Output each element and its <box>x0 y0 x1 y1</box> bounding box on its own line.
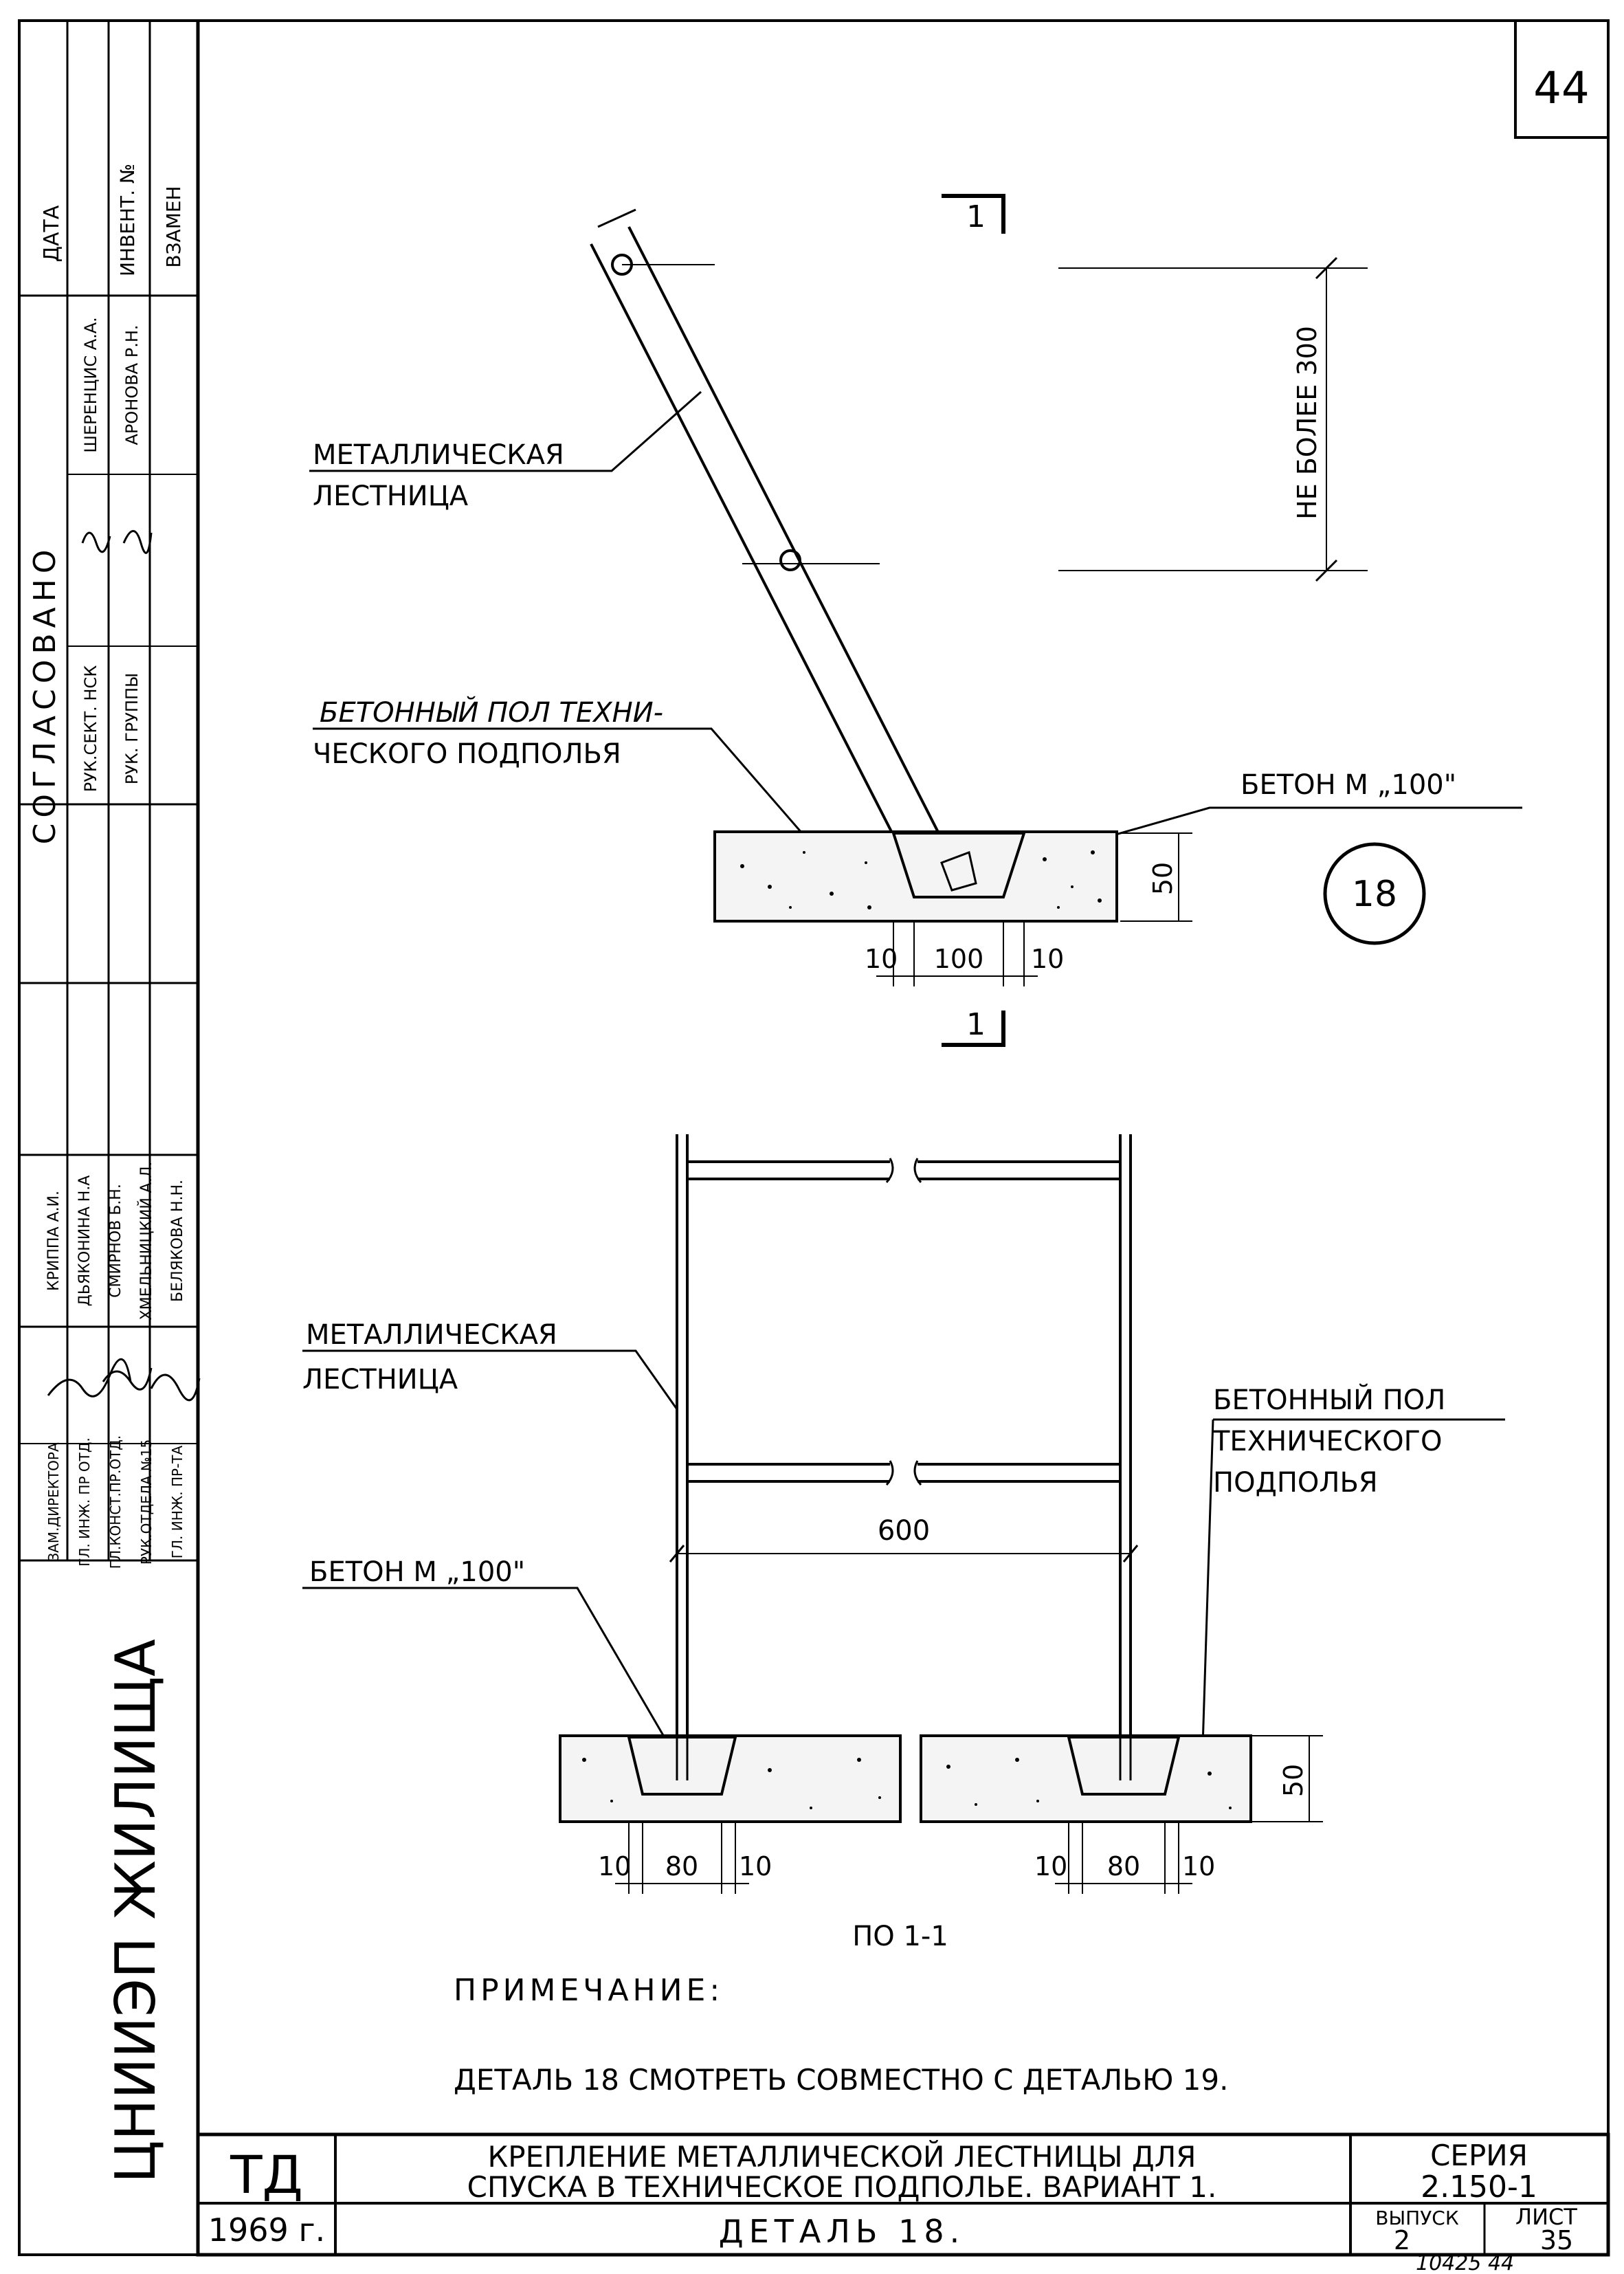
section-dim-right: 80 <box>1107 1851 1140 1881</box>
plan-view: 1 1 НЕ БОЛЕЕ 300 МЕТАЛЛИЧЕСКАЯ ЛЕСТНИЦА … <box>309 194 1522 1047</box>
sheet-number: 44 <box>1533 63 1589 114</box>
ladder-rungs <box>687 1158 1120 1486</box>
ladder-rails <box>676 1134 1132 1787</box>
doc-subtitle: ДЕТАЛЬ 18. <box>719 2213 966 2250</box>
stamp-header: СОГЛАСОВАНО <box>27 544 63 845</box>
stamp-col-replace: ВЗАМЕН <box>162 186 185 267</box>
concrete-plug <box>891 832 1026 898</box>
height-dimension: НЕ БОЛЕЕ 300 <box>1292 326 1322 520</box>
issue-label: ВЫПУСК <box>1375 2207 1459 2229</box>
section-arrow-top <box>942 194 1005 234</box>
section-ladder-leader <box>302 1349 678 1410</box>
plan-floor-label: БЕТОННЫЙ ПОЛ ТЕХНИ- <box>320 696 663 729</box>
stamp-col-date: ДАТА <box>40 205 64 262</box>
series-label: СЕРИЯ <box>1430 2139 1528 2172</box>
stamp-name: АРОНОВА Р.Н. <box>122 324 142 445</box>
stamp-name: ДЬЯКОНИНА Н.А <box>76 1175 93 1307</box>
stamp-name: СМИРНОВ Б.Н. <box>107 1184 124 1298</box>
section-plug-left <box>627 1736 737 1796</box>
section-view: МЕТАЛЛИЧЕСКАЯ ЛЕСТНИЦА БЕТОННЫЙ ПОЛ ТЕХН… <box>302 1134 1505 1952</box>
section-width-dimension: 600 <box>878 1515 930 1547</box>
concrete-hatching <box>740 850 1102 909</box>
plan-dim: 10 <box>1031 944 1064 974</box>
doc-year: 1969 г. <box>208 2211 325 2249</box>
inclined-ladder <box>590 208 946 850</box>
section-plug-right <box>1067 1736 1181 1796</box>
section-dim-left: 80 <box>665 1851 698 1881</box>
stamp-role: РУК.СЕКТ. НСК <box>81 665 100 793</box>
series-value: 2.150-1 <box>1421 2170 1537 2205</box>
section-dim-right: 10 <box>1034 1851 1067 1881</box>
section-hatching <box>582 1758 1232 1809</box>
ladder-rung-hole <box>779 549 801 571</box>
section-dim-left: 10 <box>598 1851 631 1881</box>
stamp-role: ГЛ. ИНЖ. ПР ОТД. <box>76 1437 93 1567</box>
issue-value: 2 <box>1394 2225 1410 2255</box>
section-floor-label: ТЕХНИЧЕСКОГО <box>1212 1426 1443 1457</box>
section-caption: ПО 1-1 <box>852 1921 948 1952</box>
section-ladder-label: ЛЕСТНИЦА <box>302 1364 458 1395</box>
plan-dim: 10 <box>865 944 898 974</box>
detail-number-circle <box>1323 842 1426 945</box>
ladder-leader <box>309 390 702 472</box>
section-floor-label: БЕТОННЫЙ ПОЛ <box>1213 1383 1445 1416</box>
sheet-number-box <box>1514 19 1610 139</box>
plan-slab-thickness: 50 <box>1148 862 1178 895</box>
plan-floor-label: ЧЕСКОГО ПОДПОЛЬЯ <box>313 738 621 770</box>
floor-leader <box>313 727 826 860</box>
signature-marks <box>47 530 201 1402</box>
stamp-role: ГЛ.КОНСТ.ПР.ОТД. <box>107 1435 124 1569</box>
stamp-name: КРИППА А.И. <box>45 1191 63 1291</box>
concrete-slab <box>713 830 1118 923</box>
organization-name: ЦНИИЭП ЖИЛИЩА <box>104 1639 168 2183</box>
sheet-label: ЛИСТ <box>1515 2204 1577 2230</box>
plan-concrete-label: БЕТОН М „100" <box>1241 769 1456 801</box>
plan-ladder-label: МЕТАЛЛИЧЕСКАЯ <box>313 439 564 471</box>
stamp-role: РУК.ОТДЕЛА №15 <box>138 1439 155 1565</box>
sheet-value: 35 <box>1540 2225 1573 2255</box>
title-block: ТД 1969 г. КРЕПЛЕНИЕ МЕТАЛЛИЧЕСКОЙ ЛЕСТН… <box>196 2132 1610 2257</box>
stamp-role: РУК. ГРУППЫ <box>122 673 142 784</box>
section-marker-top: 1 <box>966 199 986 234</box>
section-ladder-label: МЕТАЛЛИЧЕСКАЯ <box>306 1319 557 1351</box>
doc-code: ТД <box>230 2144 303 2205</box>
doc-title: СПУСКА В ТЕХНИЧЕСКОЕ ПОДПОЛЬЕ. ВАРИАНТ 1… <box>467 2170 1217 2204</box>
section-slab-right <box>920 1734 1252 1823</box>
section-marker-bottom: 1 <box>966 1007 986 1042</box>
note-text: ДЕТАЛЬ 18 СМОТРЕТЬ СОВМЕСТНО С ДЕТАЛЬЮ 1… <box>454 2063 1228 2097</box>
section-concrete-label: БЕТОН М „100" <box>309 1556 525 1588</box>
section-arrow-bottom <box>942 1011 1005 1047</box>
stamp-name: БЕЛЯКОВА Н.Н. <box>169 1180 186 1302</box>
stamp-role: ЗАМ.ДИРЕКТОРА <box>45 1442 62 1562</box>
plan-ladder-label: ЛЕСТНИЦА <box>313 481 469 512</box>
section-dim-left: 10 <box>739 1851 772 1881</box>
stamp-role: ГЛ. ИНЖ. ПР-ТА <box>169 1445 186 1558</box>
section-slab-left <box>559 1734 902 1823</box>
section-floor-label: ПОДПОЛЬЯ <box>1213 1467 1378 1499</box>
detail-number: 18 <box>1352 874 1397 915</box>
stamp-col-inventory: ИНВЕНТ. № <box>116 164 139 276</box>
doc-title: КРЕПЛЕНИЕ МЕТАЛЛИЧЕСКОЙ ЛЕСТНИЦЫ ДЛЯ <box>487 2139 1196 2174</box>
section-floor-leader <box>1201 1418 1505 1747</box>
outer-frame <box>18 19 1610 2256</box>
note-heading: ПРИМЕЧАНИЕ: <box>454 1973 724 2008</box>
side-stamp: СОГЛАСОВАНО ДАТА ИНВЕНТ. № ВЗАМЕН РУК.СЕ… <box>19 21 201 2183</box>
plan-dim: 100 <box>934 944 984 974</box>
section-concrete-leader <box>302 1587 675 1754</box>
handwritten-mark: 10425 44 <box>1416 2251 1514 2274</box>
stamp-name: ШЕРЕНЦИС А.А. <box>81 317 100 453</box>
section-slab-thickness: 50 <box>1278 1764 1309 1797</box>
section-dim-right: 10 <box>1182 1851 1215 1881</box>
stamp-name: ХМЕЛЬНИЦКИЙ А.Л. <box>137 1162 155 1321</box>
